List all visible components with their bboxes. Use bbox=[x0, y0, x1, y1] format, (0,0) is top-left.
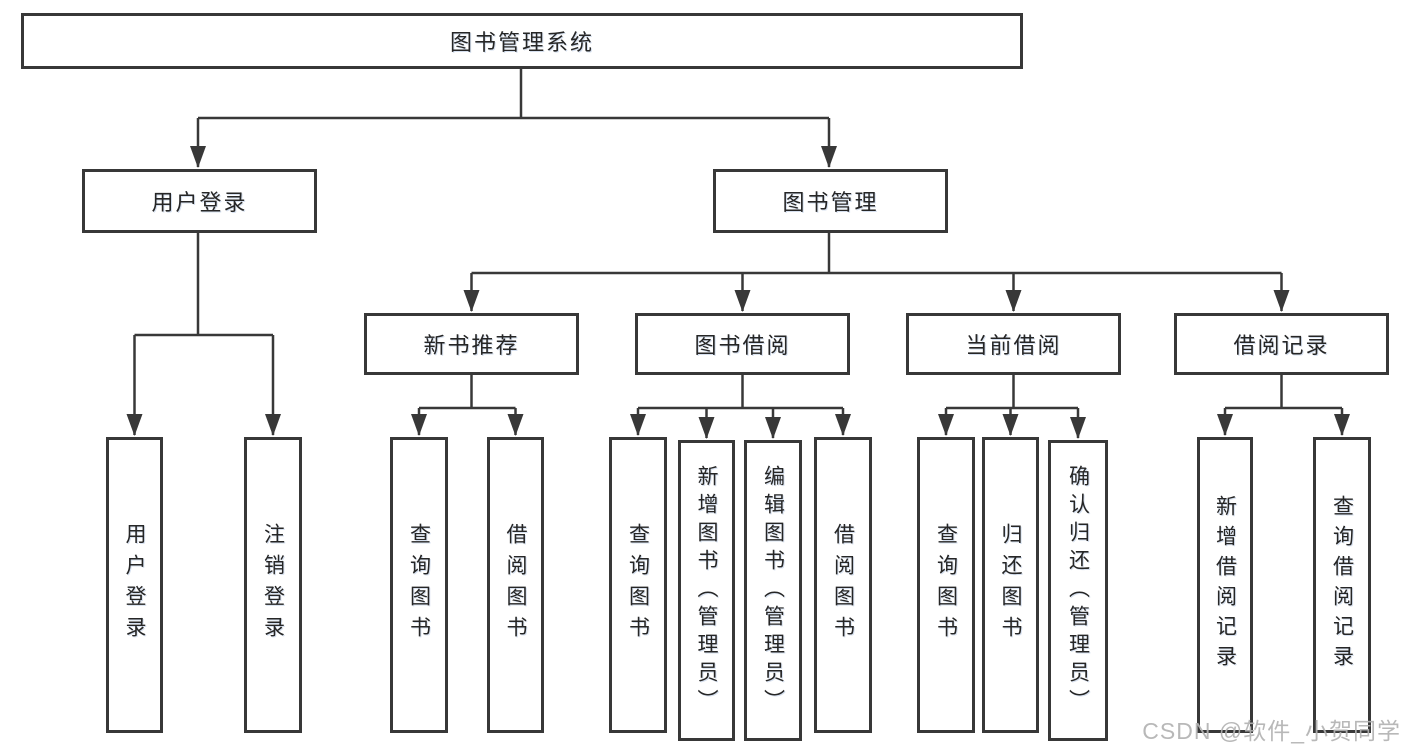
leaf-query-books-recommend: 查询图书 bbox=[390, 437, 448, 733]
node-book-management: 图书管理 bbox=[713, 169, 948, 233]
leaf-user-login: 用户登录 bbox=[106, 437, 163, 733]
leaf-edit-book-admin: 编辑图书（管理员） bbox=[744, 440, 802, 741]
leaf-borrow-books: 借阅图书 bbox=[814, 437, 872, 733]
leaf-return-book: 归还图书 bbox=[982, 437, 1039, 733]
leaf-confirm-return-admin: 确认归还（管理员） bbox=[1048, 440, 1108, 741]
node-book-borrow: 图书借阅 bbox=[635, 313, 850, 375]
leaf-query-books-borrow: 查询图书 bbox=[609, 437, 667, 733]
node-new-book-recommend: 新书推荐 bbox=[364, 313, 579, 375]
leaf-borrow-books-recommend: 借阅图书 bbox=[487, 437, 544, 733]
node-root-system: 图书管理系统 bbox=[21, 13, 1023, 69]
node-user-login: 用户登录 bbox=[82, 169, 317, 233]
leaf-query-borrow-record: 查询借阅记录 bbox=[1313, 437, 1371, 733]
leaf-query-books-current: 查询图书 bbox=[917, 437, 975, 733]
leaf-add-borrow-record: 新增借阅记录 bbox=[1197, 437, 1253, 733]
csdn-watermark: CSDN @软件_小贺同学 bbox=[1142, 718, 1401, 744]
leaf-logout: 注销登录 bbox=[244, 437, 302, 733]
node-current-borrow: 当前借阅 bbox=[906, 313, 1121, 375]
node-borrow-records: 借阅记录 bbox=[1174, 313, 1389, 375]
leaf-add-book-admin: 新增图书（管理员） bbox=[678, 440, 735, 741]
